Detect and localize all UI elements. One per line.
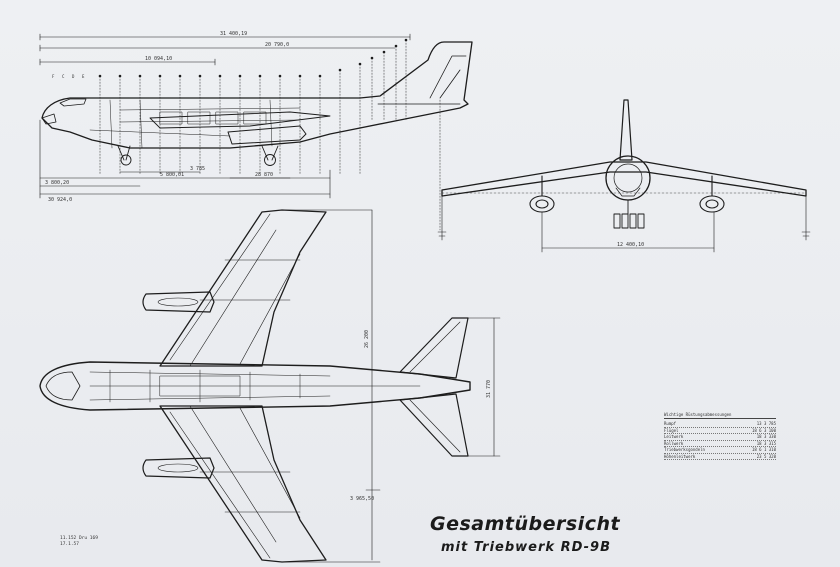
station-marks: F C D E [52, 38, 441, 231]
side-cockpit [59, 98, 87, 107]
legend-header: Wichtige Rüstungsabmessungen [664, 412, 776, 419]
side-fuselage-outline [41, 41, 473, 149]
dim-top-b: 31 770 [486, 380, 492, 398]
stamp-line-2: 17.1.57 [60, 542, 79, 547]
dim-side-d: 5 800,01 [160, 172, 184, 178]
svg-text:F: F [52, 74, 55, 79]
svg-text:E: E [82, 74, 85, 79]
top-engines [142, 291, 215, 479]
top-wing-upper [159, 209, 327, 367]
dim-side-b: 3 785 [190, 166, 205, 172]
dim-side-e: 30 924,0 [48, 197, 72, 203]
top-wing-lower [159, 405, 327, 563]
top-fuselage [39, 361, 471, 411]
top-view-dimension-lines [281, 209, 501, 563]
top-view: 26 200 31 770 3 965,50 [39, 209, 501, 563]
dim-side-a: 3 800,20 [45, 180, 69, 186]
side-landing-gear [117, 145, 279, 166]
dim-top-a: 26 200 [364, 330, 370, 348]
side-view: 31 400,19 20 790,0 10 094,10 [39, 31, 473, 231]
drawing-title: Gesamtübersicht [430, 513, 621, 535]
side-view-dimension-lines [39, 33, 411, 66]
dim-side-c: 28 870 [255, 172, 273, 178]
front-engines [529, 175, 725, 213]
dim-front-span: 12 400,10 [617, 242, 644, 248]
front-wing [441, 161, 807, 197]
dim-side-fuselage: 20 790,0 [265, 42, 289, 48]
svg-text:C: C [62, 74, 65, 79]
dim-top-c: 3 965,50 [350, 496, 374, 502]
drawing-subtitle: mit Triebwerk RD-9B [441, 540, 611, 555]
drawing-stamp: 11.152 Dru 169 17.1.57 [60, 536, 98, 548]
dim-side-overall: 31 400,19 [220, 31, 247, 37]
front-view: 12 400,10 [437, 99, 811, 253]
svg-text:D: D [72, 74, 75, 79]
stamp-line-1: 11.152 Dru 169 [60, 536, 98, 541]
side-wing [149, 111, 331, 129]
dim-side-front: 10 094,10 [145, 56, 172, 62]
